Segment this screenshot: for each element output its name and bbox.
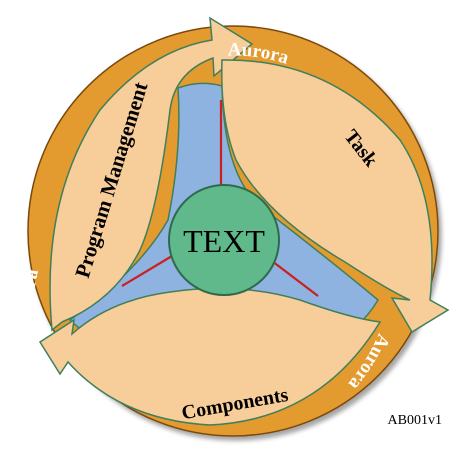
connectors [121, 100, 319, 297]
segment-task [221, 59, 450, 334]
center-label: TEXT [183, 223, 265, 259]
segment-program-management [49, 16, 254, 332]
segment-components [38, 287, 382, 426]
figure-code: AB001v1 [387, 413, 442, 428]
center-circle [168, 184, 280, 296]
